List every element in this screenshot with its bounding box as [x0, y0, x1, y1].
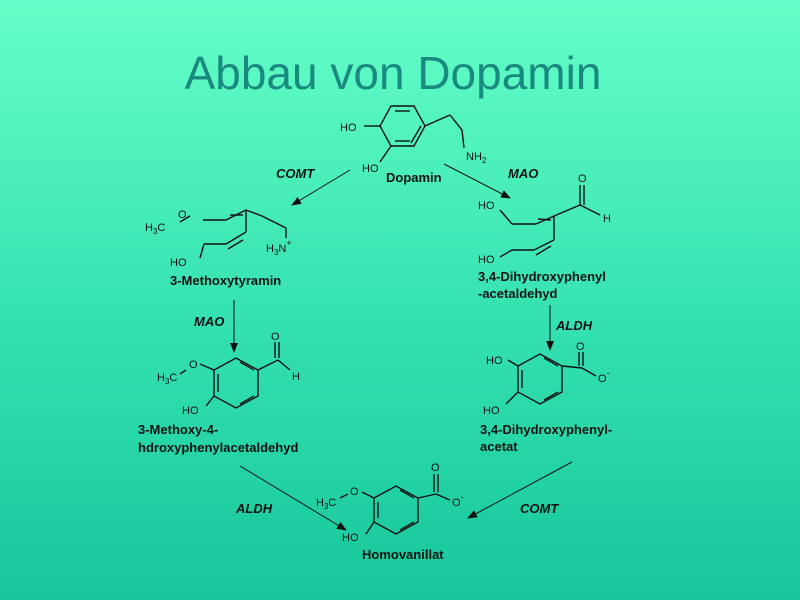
enzyme-comt-right: COMT	[520, 501, 559, 516]
molecule-homovanillate: H3C O HO O O- Homovanillat	[316, 462, 464, 562]
dopamine-ho-label-2: HO	[362, 163, 379, 175]
mha-h3c-label: H3C	[157, 372, 177, 386]
dhpa-name-line1: 3,4-Dihydroxyphenyl	[478, 269, 606, 284]
dhpac-ho-label-2: HO	[483, 405, 500, 417]
enzyme-mao-left: MAO	[194, 314, 224, 329]
molecule-dopamine: HO HO NH2 Dopamin	[340, 105, 487, 185]
molecule-dhp-acetaldehyde: HO HO O H 3,4-Dihydroxyphenyl -acetaldeh…	[478, 173, 611, 301]
dhpac-name-line2: acetat	[480, 439, 518, 454]
slide-title: Abbau von Dopamin	[184, 47, 602, 99]
molecule-methoxytyramine: H3C O HO H3N+ 3-Methoxytyramin	[145, 209, 292, 288]
arrow-acetate-to-homovanillate	[467, 461, 573, 519]
arrow-acetaldehyde-to-homovanillate	[239, 465, 347, 531]
enzyme-aldh-left: ALDH	[235, 501, 273, 516]
molecule-dhp-acetate: HO HO O O- 3,4-Dihydroxyphenyl- acetat	[480, 341, 612, 454]
dhpa-ho-label-2: HO	[478, 254, 495, 266]
mha-o-carbonyl-label: O	[271, 331, 280, 343]
mt-ho-label: HO	[170, 257, 187, 269]
hv-o-minus-label: O-	[452, 492, 464, 509]
dhpa-h-label: H	[603, 213, 611, 225]
dhpac-o-minus-label: O-	[598, 368, 610, 385]
dopamine-ho-label: HO	[340, 122, 357, 134]
dhpa-o-label: O	[578, 173, 587, 185]
dopamine-name: Dopamin	[386, 170, 442, 185]
dhpac-name-line1: 3,4-Dihydroxyphenyl-	[480, 422, 612, 437]
mt-h3n-label: H3N+	[266, 238, 292, 257]
mha-name-line2: hdroxyphenylacetaldehyd	[138, 440, 298, 455]
dopamine-nh2-label: NH2	[466, 151, 487, 165]
mha-h-label: H	[292, 371, 300, 383]
arrow-dopamine-to-methoxytyramine	[291, 169, 351, 206]
dhpa-ho-label: HO	[478, 200, 495, 212]
arrow-dopamine-to-dhpacetaldehyde	[443, 163, 511, 199]
enzyme-mao-right: MAO	[508, 166, 538, 181]
enzyme-aldh-right: ALDH	[555, 318, 593, 333]
mha-name-line1: 3-Methoxy-4-	[138, 422, 218, 437]
hv-ho-label: HO	[342, 532, 359, 544]
mt-o-label: O	[178, 209, 187, 221]
mt-h3c-label: H3C	[145, 222, 165, 236]
dhpac-o-label: O	[576, 341, 585, 353]
methoxytyramine-name: 3-Methoxytyramin	[170, 273, 281, 288]
dhpac-ho-label: HO	[486, 355, 503, 367]
dhpa-name-line2: -acetaldehyd	[478, 286, 558, 301]
hv-o-label: O	[350, 486, 359, 498]
mha-ho-label: HO	[182, 405, 199, 417]
molecule-methoxyhydroxy-acetaldehyde: H3C O HO O H 3-Methoxy-4- hdroxyphenylac…	[138, 331, 300, 455]
hv-o-carbonyl-label: O	[431, 462, 440, 474]
enzyme-comt-left: COMT	[276, 166, 315, 181]
homovanillate-name: Homovanillat	[362, 547, 444, 562]
hv-h3c-label: H3C	[316, 497, 336, 511]
mha-o-label: O	[189, 359, 198, 371]
